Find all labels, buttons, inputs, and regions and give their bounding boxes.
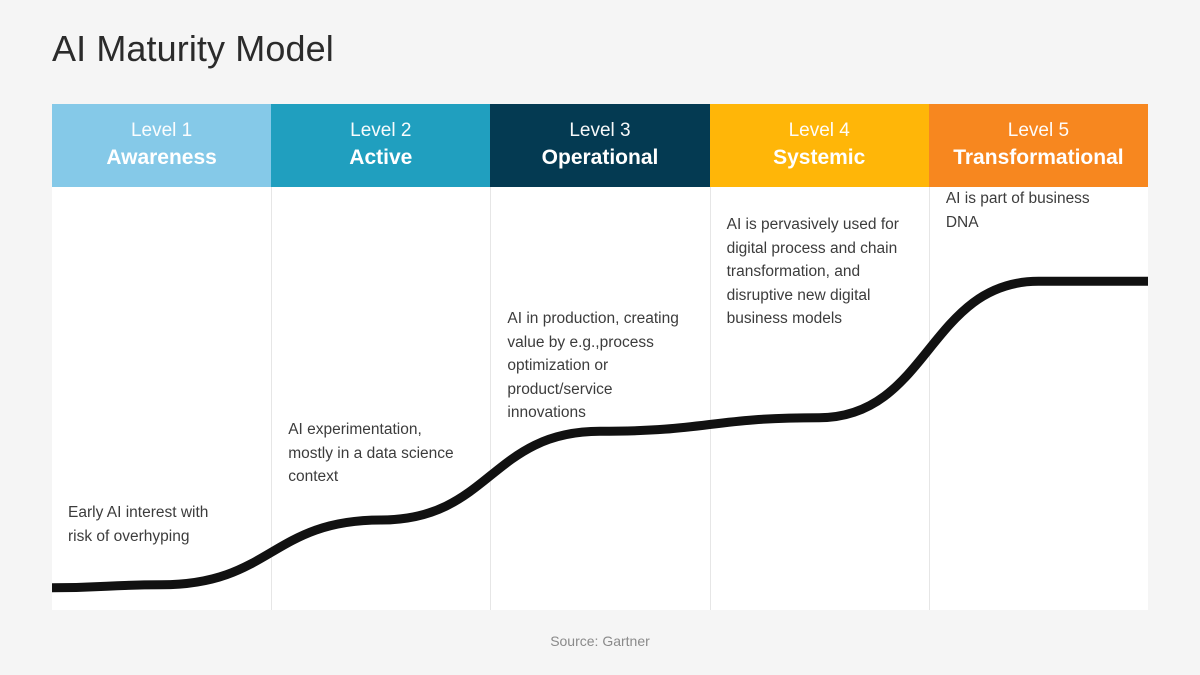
level-number-label-2: Level 2 [350,120,412,142]
level-number-label-1: Level 1 [130,120,193,142]
level-body-1: Early AI interest with risk of overhypin… [52,187,271,610]
level-name-label-2: Active [349,146,413,170]
page-title: AI Maturity Model [52,28,334,69]
level-header-1: Level 1 Awareness [52,104,272,187]
level-body-3: AI in production, creating value by e.g.… [490,187,709,610]
maturity-matrix: Level 1 Awareness Early AI interest with… [52,104,1149,610]
level-body-2: AI experimentation, mostly in a data sci… [271,187,490,610]
level-header-2: Level 2 Active [271,104,491,187]
level-description-1: Early AI interest with risk of overhypin… [68,504,209,545]
level-name-label-5: Transformational [953,146,1124,170]
level-description-5: AI is part of business DNA [945,190,1090,231]
level-name-label-3: Operational [541,146,659,170]
level-body-5: AI is part of business DNA [928,187,1148,610]
level-description-2: AI experimentation, mostly in a data sci… [288,421,454,486]
level-header-4: Level 4 Systemic [709,104,929,187]
level-column-3[interactable]: Level 3 Operational AI in production, cr… [490,104,710,610]
level-name-label-1: Awareness [106,146,217,170]
level-column-5[interactable]: Level 5 Transformational AI is part of b… [928,104,1149,610]
source-note: Source: Gartner [550,633,650,649]
level-number-label-3: Level 3 [569,120,631,142]
level-number-label-5: Level 5 [1007,120,1070,142]
level-description-3: AI in production, creating value by e.g.… [507,310,679,422]
level-column-2[interactable]: Level 2 Active AI experimentation, mostl… [271,104,491,610]
level-body-4: AI is pervasively used for digital proce… [709,187,929,610]
level-column-1[interactable]: Level 1 Awareness Early AI interest with… [52,104,272,610]
level-name-label-4: Systemic [773,146,866,170]
level-header-3: Level 3 Operational [490,104,710,187]
level-description-4: AI is pervasively used for digital proce… [726,216,899,328]
level-header-5: Level 5 Transformational [928,104,1149,187]
level-number-label-4: Level 4 [788,120,850,142]
level-column-4[interactable]: Level 4 Systemic AI is pervasively used … [709,104,929,610]
